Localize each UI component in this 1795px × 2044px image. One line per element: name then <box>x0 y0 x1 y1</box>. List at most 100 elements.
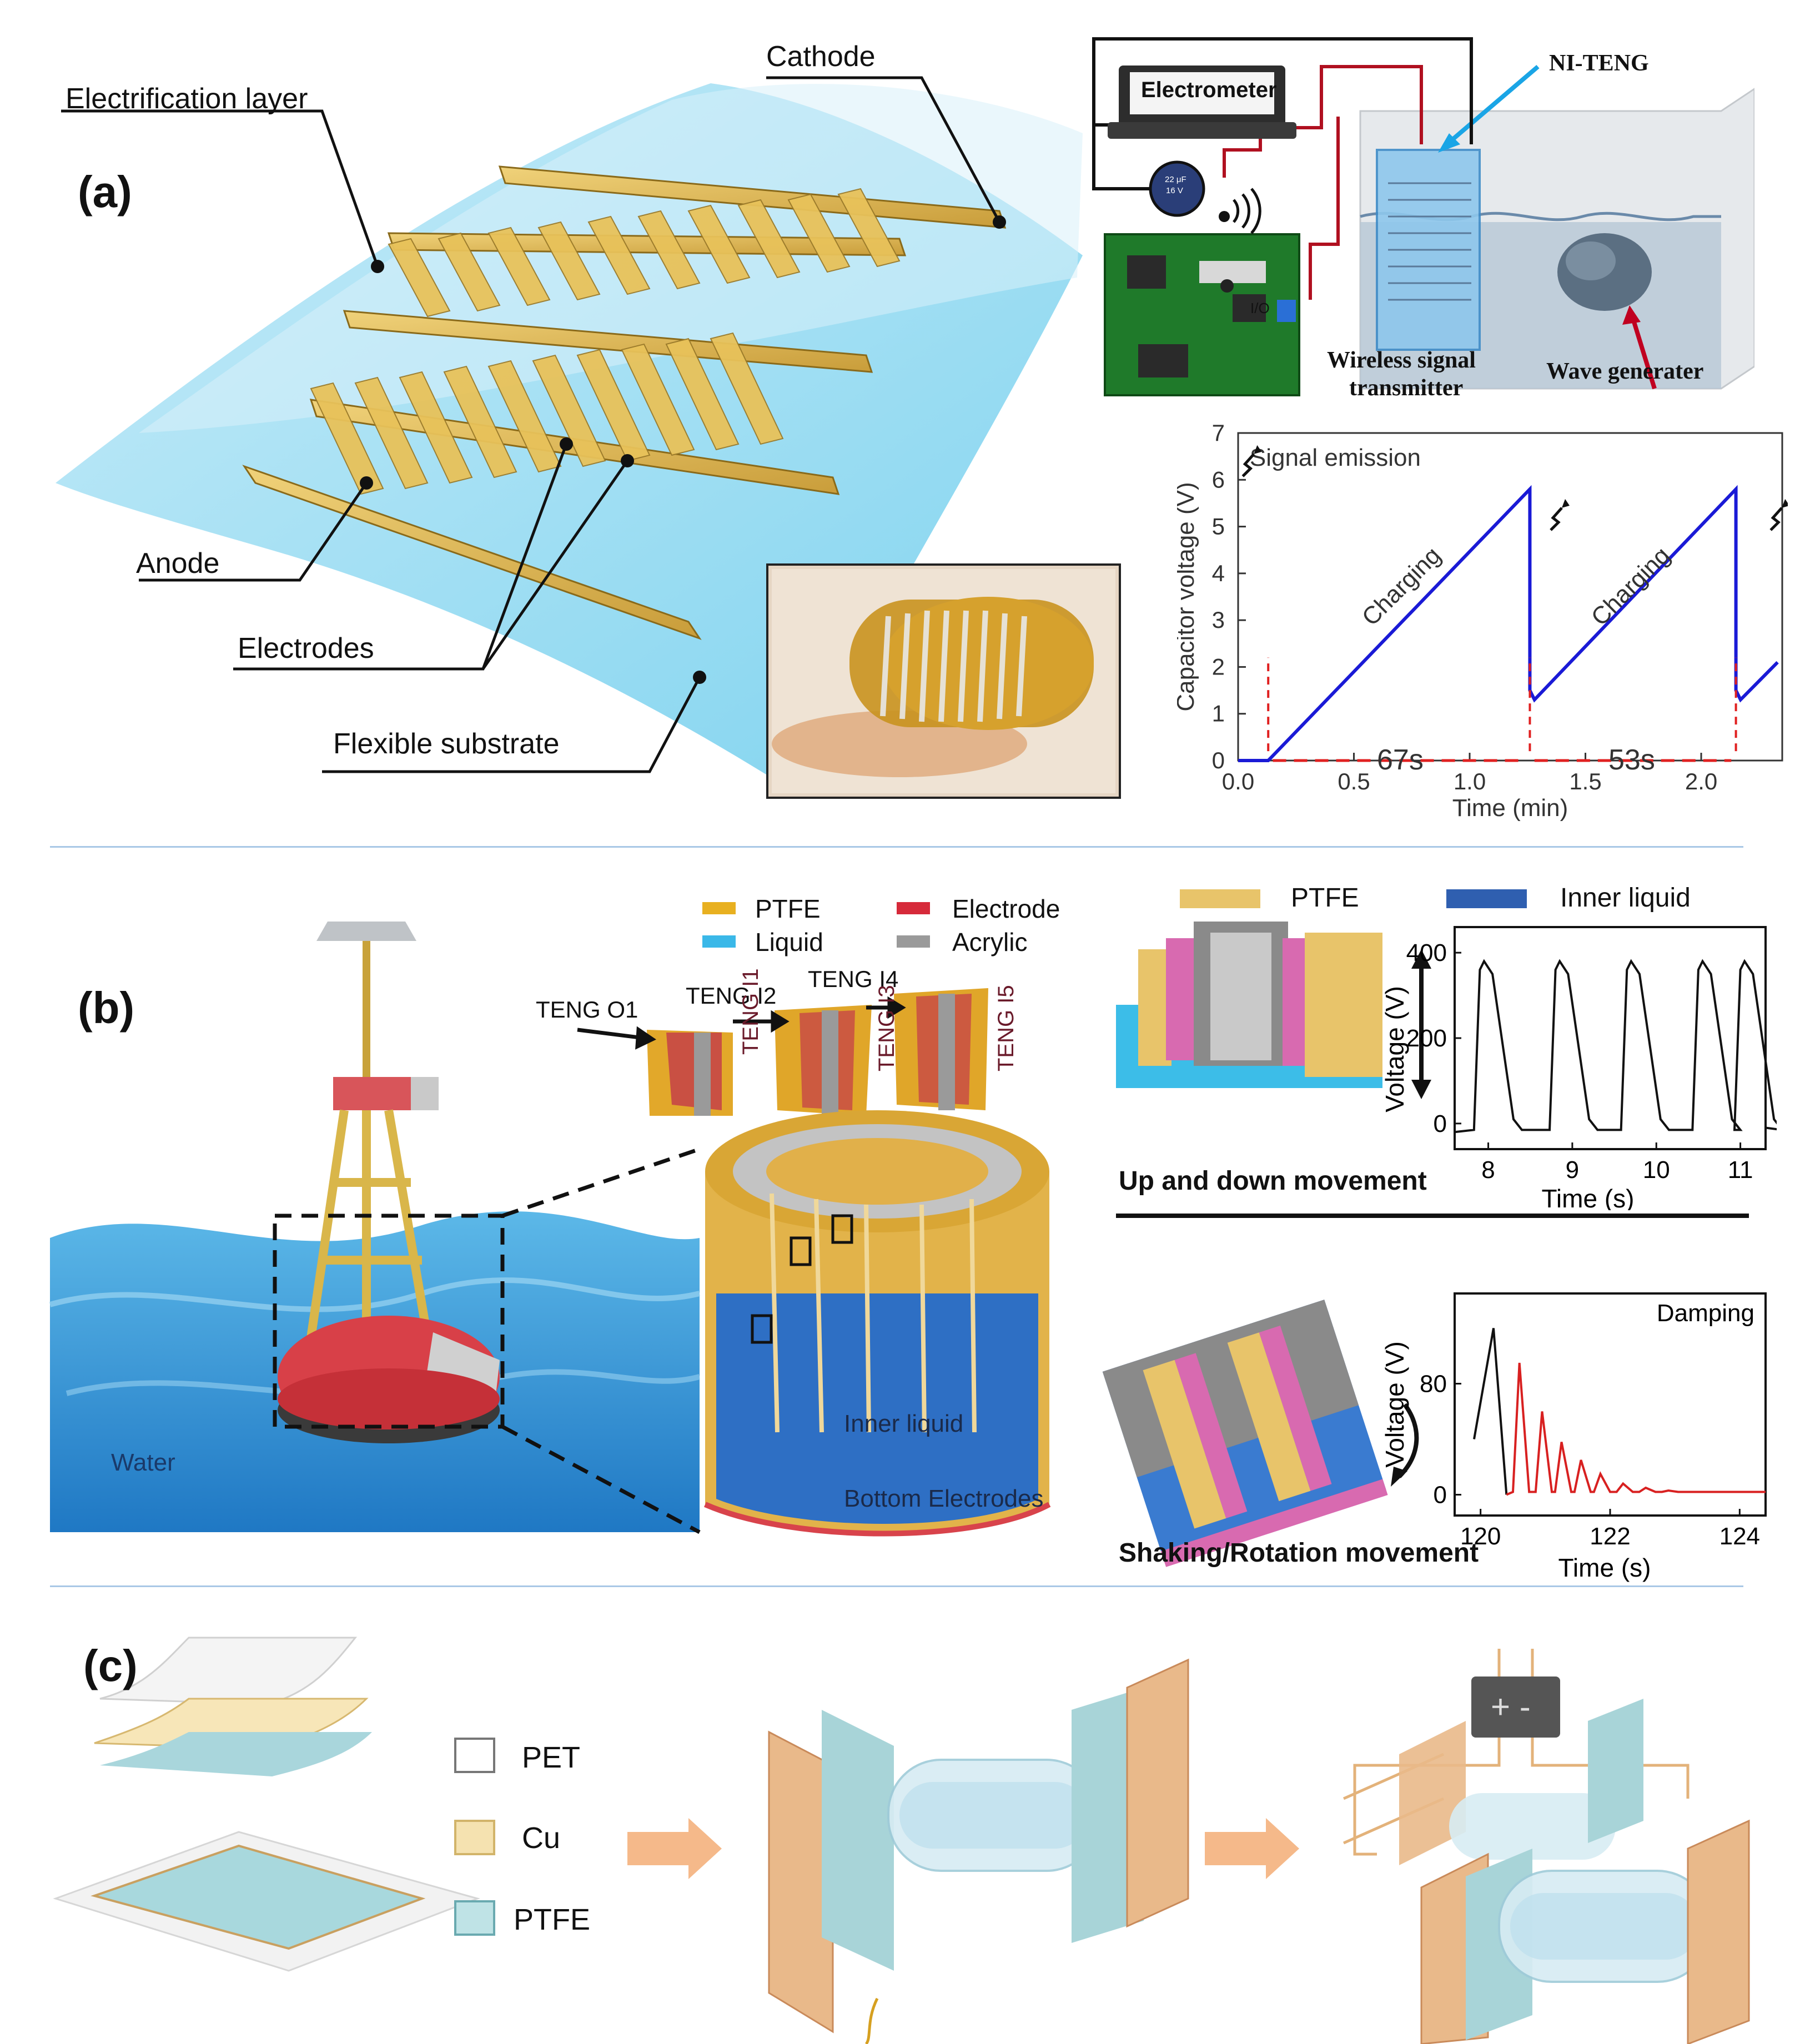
interval-label-2: 53s <box>1608 744 1655 776</box>
y-tick-label: 7 <box>1212 422 1225 446</box>
legend-liquid-label: Liquid <box>755 928 823 956</box>
y-tick-label: 3 <box>1212 607 1225 633</box>
capacitor <box>1149 160 1205 217</box>
inner-liquid-label: Inner liquid <box>844 1410 964 1437</box>
swatch <box>897 935 930 948</box>
legend-ptfe <box>702 902 736 914</box>
teng-i3-label: TENG I3 <box>874 985 899 1071</box>
y-tick-label: 0 <box>1434 1482 1447 1509</box>
x-tick-label: 0.5 <box>1338 768 1370 794</box>
teng-i1-label: TENG I1 <box>738 968 763 1055</box>
voltage-trace-initial <box>1473 1328 1508 1495</box>
swatch <box>702 902 736 914</box>
panel-b-art <box>49 922 1749 1567</box>
y-tick-label: 5 <box>1212 513 1225 540</box>
legend-acrylic-label: Acrylic <box>952 928 1028 956</box>
panel-a: (a) Electrification layer Cathode Anode … <box>0 0 1795 844</box>
divider-a-b <box>50 846 1743 848</box>
signal-emission-label: Signal emission <box>1250 444 1421 471</box>
x-tick-label: 1.0 <box>1454 768 1486 794</box>
voltage-trace-damped <box>1506 1362 1766 1496</box>
teng-i5-label: TENG I5 <box>994 985 1018 1071</box>
y-tick-label: 0 <box>1434 1110 1447 1137</box>
y-tick-label: 0 <box>1212 747 1225 773</box>
panel-c-art <box>53 1637 1750 2044</box>
transmitter-label-2: transmitter <box>1349 375 1464 401</box>
x-tick-label: 122 <box>1590 1523 1630 1550</box>
y-axis-label: Voltage (V) <box>1380 1341 1409 1468</box>
x-tick-label: 11 <box>1728 1156 1753 1184</box>
wave-generator-label: Wave generater <box>1546 359 1704 384</box>
panel-a-label: (a) <box>78 167 132 217</box>
io-label: I/O <box>1250 300 1270 316</box>
callout-electrification-layer: Electrification layer <box>66 83 308 115</box>
callout-cathode: Cathode <box>766 41 876 73</box>
y-tick-label: 1 <box>1212 701 1225 727</box>
x-axis-label: Time (min) <box>1452 794 1568 822</box>
legend-pet-label: PET <box>522 1741 581 1774</box>
swatch <box>702 935 736 948</box>
plot-frame <box>1237 432 1783 762</box>
panel-b: (b) Water PTFE Electrode Liquid Acrylic … <box>0 849 1795 1582</box>
y-tick-label: 4 <box>1212 560 1225 586</box>
callout-flexible-substrate: Flexible substrate <box>333 728 560 760</box>
x-tick-label: 9 <box>1566 1156 1579 1184</box>
right-legend-liquid-label: Inner liquid <box>1560 883 1691 913</box>
callout-electrodes: Electrodes <box>238 632 374 664</box>
capacitor-label-bottom: 16 V <box>1166 186 1183 195</box>
legend-cu-label: Cu <box>522 1821 561 1855</box>
legend-ptfe-label: PTFE <box>755 894 821 923</box>
y-axis-label: Voltage (V) <box>1380 986 1409 1112</box>
legend-liquid <box>702 935 736 948</box>
y-tick-label: 6 <box>1212 466 1225 492</box>
buoy <box>278 922 500 1443</box>
x-tick-label: 8 <box>1481 1156 1495 1184</box>
divider-b-c <box>50 1585 1743 1587</box>
x-axis-label: Time (s) <box>1542 1184 1635 1210</box>
capacitor-label-top: 22 μF <box>1165 175 1186 184</box>
water-label: Water <box>111 1449 175 1476</box>
y-tick-label: 200 <box>1406 1025 1447 1052</box>
voltage-line <box>1238 485 1779 762</box>
legend-ptfe-c-label: PTFE <box>514 1903 591 1936</box>
signal-emission-icon <box>1782 499 1788 508</box>
panel-b-label: (b) <box>78 983 135 1033</box>
x-tick-label: 0.0 <box>1222 768 1254 794</box>
signal-emission-icon <box>1561 499 1570 508</box>
right-legend-liquid-swatch <box>1446 889 1527 908</box>
panel-c: (c) PET Cu PTFE + - <box>0 1588 1795 2044</box>
panel-a-art <box>56 76 1121 799</box>
y-tick-label: 80 <box>1420 1371 1447 1398</box>
signal-emission-icon <box>1241 453 1255 477</box>
right-legend-ptfe-label: PTFE <box>1291 883 1359 913</box>
panel-c-label: (c) <box>83 1641 138 1690</box>
signal-emission-icon <box>1254 445 1262 454</box>
circuit-diagram: Electrometer 22 μF 16 V I/O NI-TENG Wire… <box>1088 33 1754 416</box>
charging-label-2: Charging <box>1586 542 1676 631</box>
teng-i2-label: TENG I2 <box>686 983 777 1009</box>
legend-electrode <box>897 902 930 914</box>
up-down-label: Up and down movement <box>1119 1166 1427 1196</box>
charging-label-1: Charging <box>1357 542 1446 631</box>
voltage-trace <box>1454 959 1777 1134</box>
ni-teng-label: NI-TENG <box>1549 51 1649 76</box>
bottom-electrodes-label: Bottom Electrodes <box>844 1485 1044 1512</box>
x-tick-label: 10 <box>1643 1156 1670 1184</box>
plot-frame <box>1454 1292 1767 1517</box>
y-tick-label: 400 <box>1406 939 1447 966</box>
x-axis-label: Time (s) <box>1558 1553 1651 1582</box>
interval-label-1: 67s <box>1377 744 1424 776</box>
teng-o1-label: TENG O1 <box>536 996 638 1023</box>
teng-units <box>647 988 988 1116</box>
electrometer-label: Electrometer <box>1141 78 1277 102</box>
right-legend-ptfe-swatch <box>1180 889 1260 908</box>
teng-i4-label: TENG I4 <box>808 966 899 992</box>
x-tick-label: 124 <box>1719 1523 1760 1550</box>
y-tick-label: 2 <box>1212 653 1225 679</box>
battery-symbols: + - <box>1491 1688 1531 1725</box>
chart-title: Damping <box>1657 1300 1754 1327</box>
signal-emission-icon <box>1550 507 1563 531</box>
